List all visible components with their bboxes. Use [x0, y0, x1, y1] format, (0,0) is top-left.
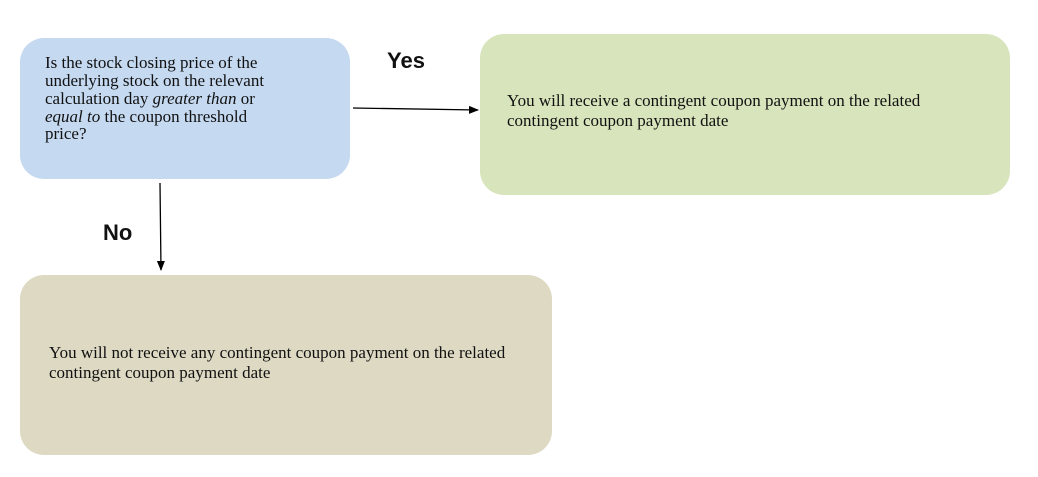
question-line-1: Is the stock closing price of the [45, 53, 258, 72]
yes-outcome-box: You will receive a contingent coupon pay… [480, 34, 1010, 195]
question-box: Is the stock closing price of the underl… [20, 38, 350, 179]
no-outcome-box: You will not receive any contingent coup… [20, 275, 552, 455]
question-line-3-start: calculation day [45, 88, 153, 108]
yes-arrow [352, 105, 479, 114]
no-outcome-text: You will not receive any contingent coup… [49, 343, 506, 382]
no-arrow [156, 182, 165, 271]
question-line-3-end: or [236, 88, 255, 108]
no-label: No [103, 220, 133, 245]
question-line-4-end: the coupon threshold [100, 106, 248, 126]
question-line-5: price? [45, 124, 87, 144]
yes-outcome-text: You will receive a contingent coupon pay… [507, 91, 921, 130]
question-greater-than: greater than [152, 88, 237, 108]
yes-label: Yes [387, 48, 425, 73]
question-line-2: underlying stock on the relevant [45, 70, 265, 90]
question-equal-to: equal to [45, 106, 101, 126]
